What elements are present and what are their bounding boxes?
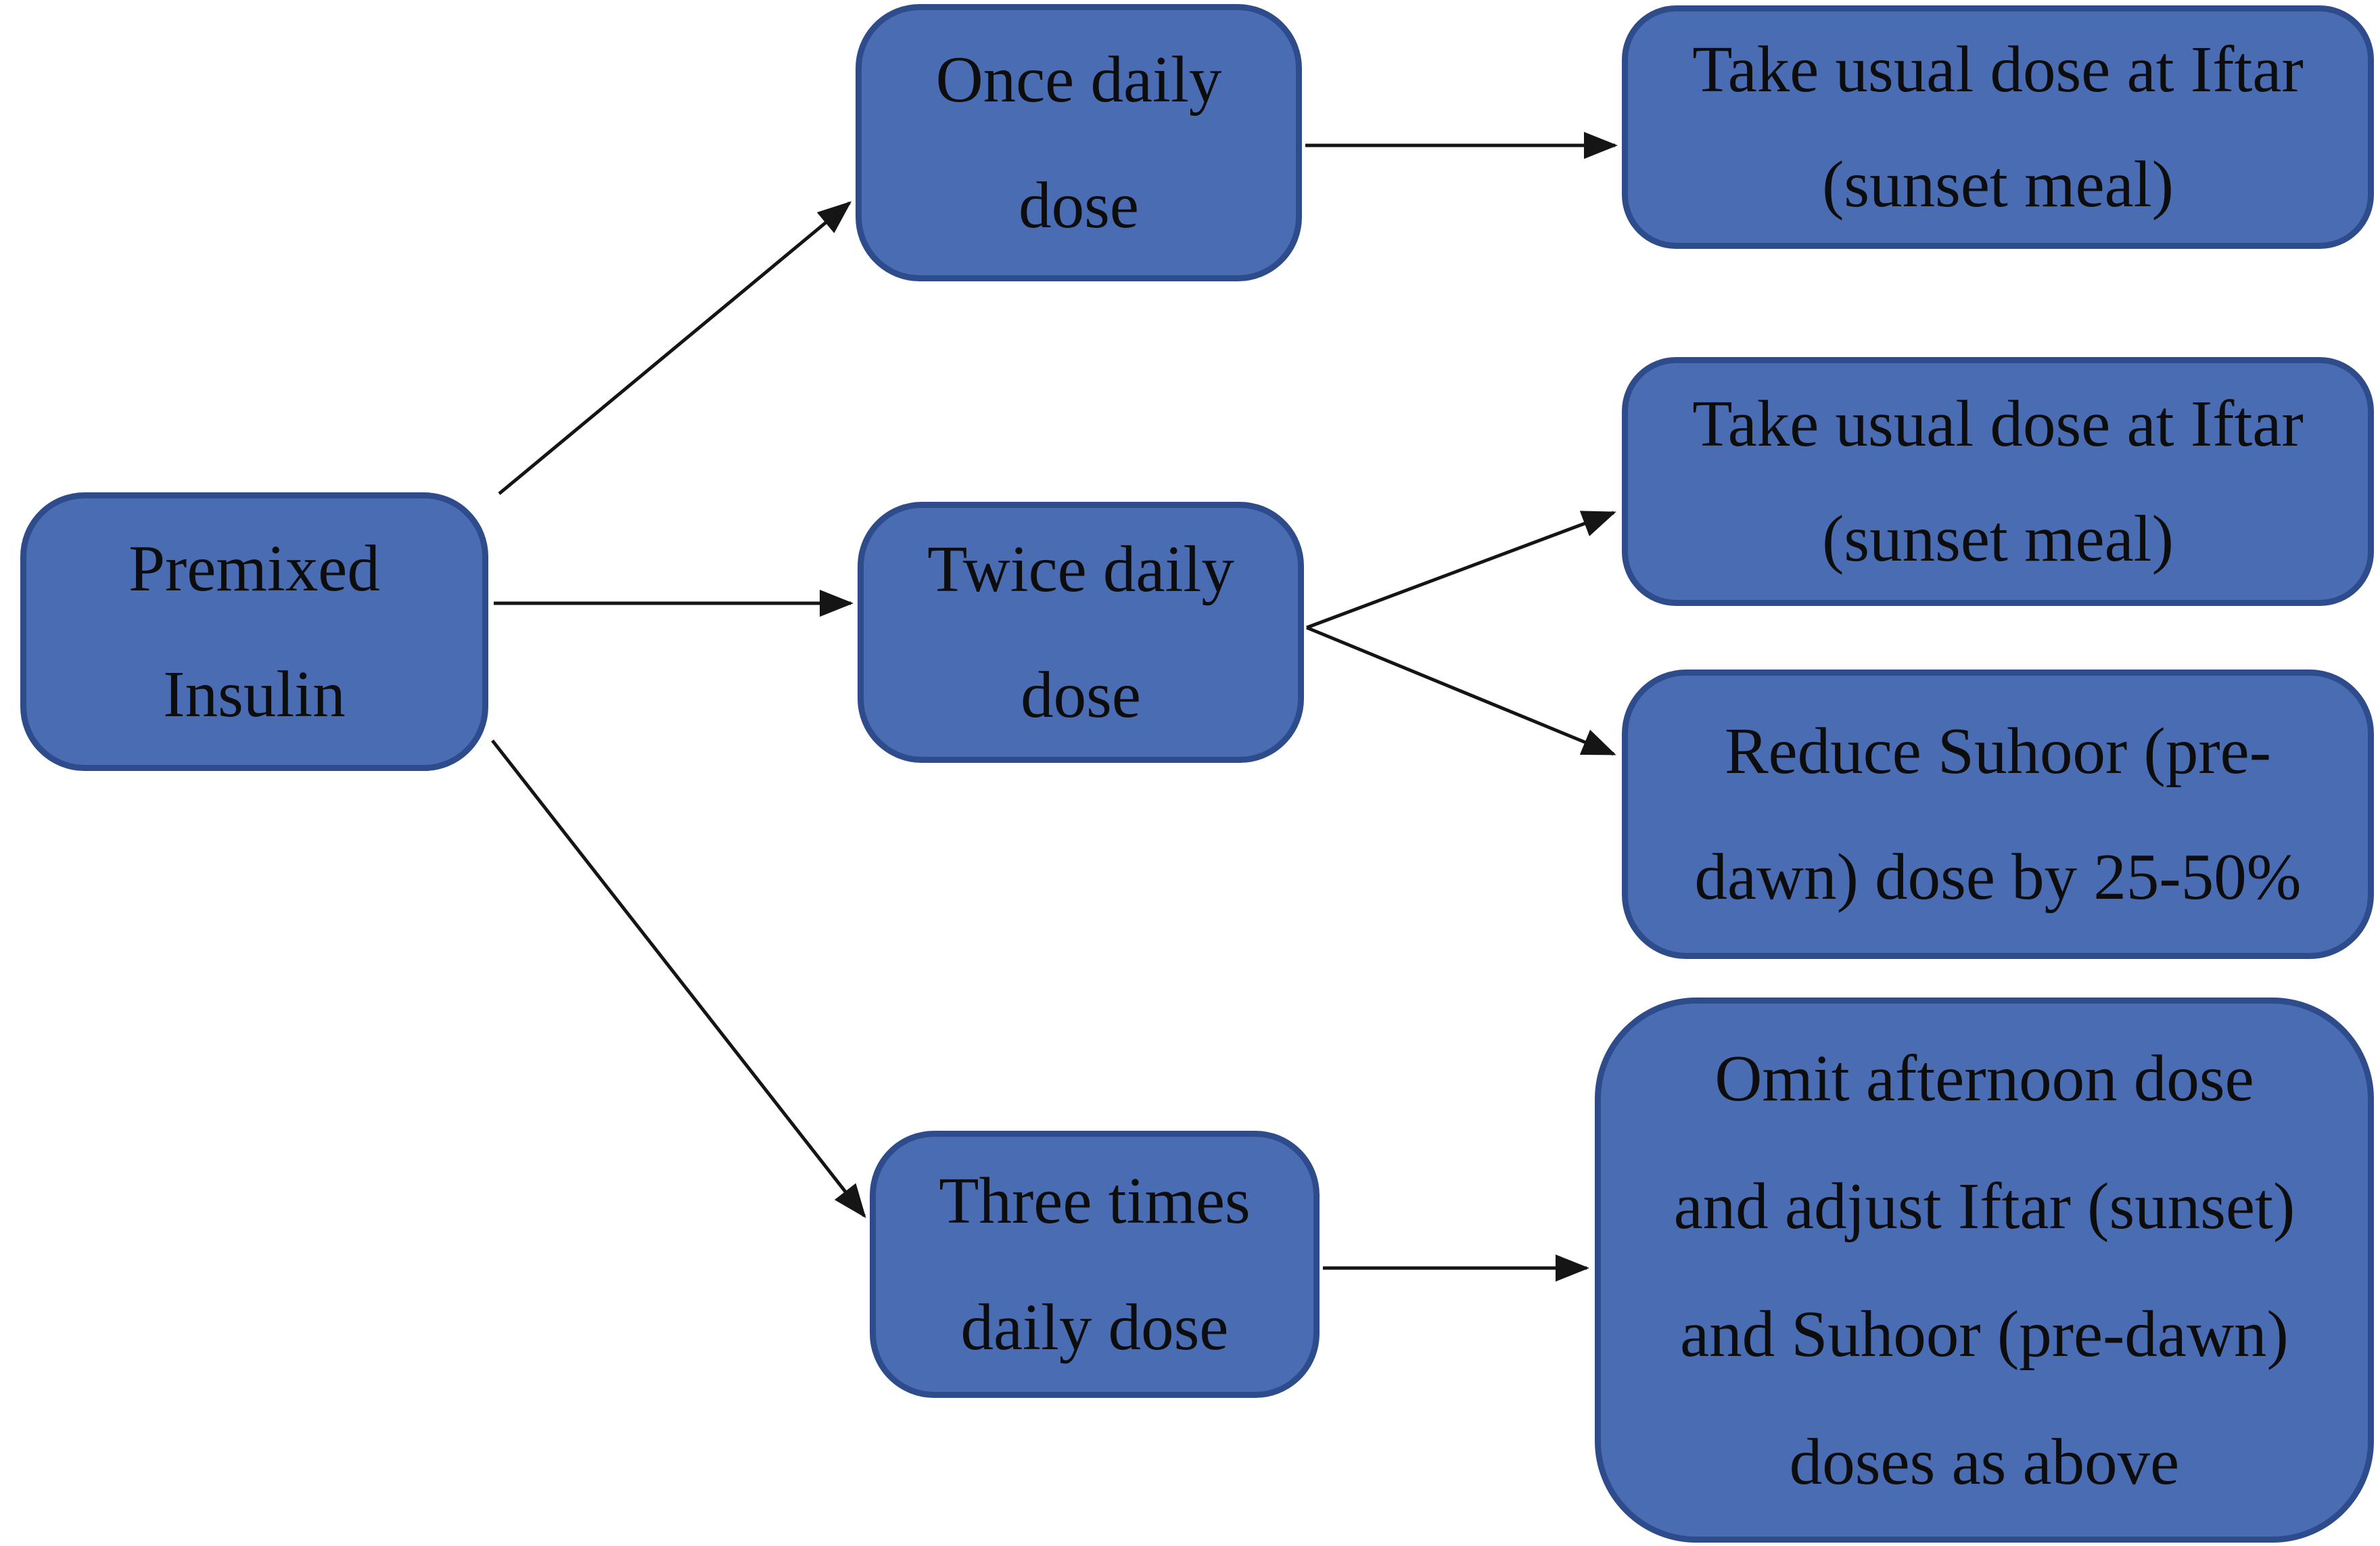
node-premixed-insulin: Premixed Insulin [20, 492, 488, 771]
node-reduce-suhoor-dose-label: Reduce Suhoor (pre- dawn) dose by 25-50% [1694, 714, 2302, 913]
node-take-usual-dose-iftar-1: Take usual dose at Iftar (sunset meal) [1622, 5, 2374, 249]
node-twice-daily-dose-label: Twice daily dose [927, 532, 1234, 731]
node-once-daily-dose: Once daily dose [856, 4, 1302, 281]
node-premixed-insulin-label: Premixed Insulin [129, 532, 380, 730]
node-once-daily-dose-label: Once daily dose [935, 43, 1222, 241]
node-take-usual-dose-iftar-2: Take usual dose at Iftar (sunset meal) [1622, 357, 2374, 606]
node-take-usual-dose-iftar-2-label: Take usual dose at Iftar (sunset meal) [1692, 388, 2304, 575]
node-omit-afternoon-dose-label: Omit afternoon dose and adjust Iftar (su… [1673, 1041, 2295, 1499]
arrow-premixed-to-once-daily [498, 201, 852, 495]
node-twice-daily-dose: Twice daily dose [858, 502, 1304, 763]
node-three-times-daily-dose-label: Three times daily dose [939, 1165, 1251, 1363]
arrow-premixed-to-three-times [491, 739, 866, 1219]
node-reduce-suhoor-dose: Reduce Suhoor (pre- dawn) dose by 25-50% [1622, 670, 2374, 959]
arrow-twice-to-reduce-suhoor [1306, 626, 1616, 756]
node-take-usual-dose-iftar-1-label: Take usual dose at Iftar (sunset meal) [1692, 33, 2304, 220]
node-omit-afternoon-dose: Omit afternoon dose and adjust Iftar (su… [1595, 998, 2374, 1543]
node-three-times-daily-dose: Three times daily dose [870, 1131, 1320, 1398]
arrow-twice-to-take-usual-dose [1306, 511, 1616, 630]
